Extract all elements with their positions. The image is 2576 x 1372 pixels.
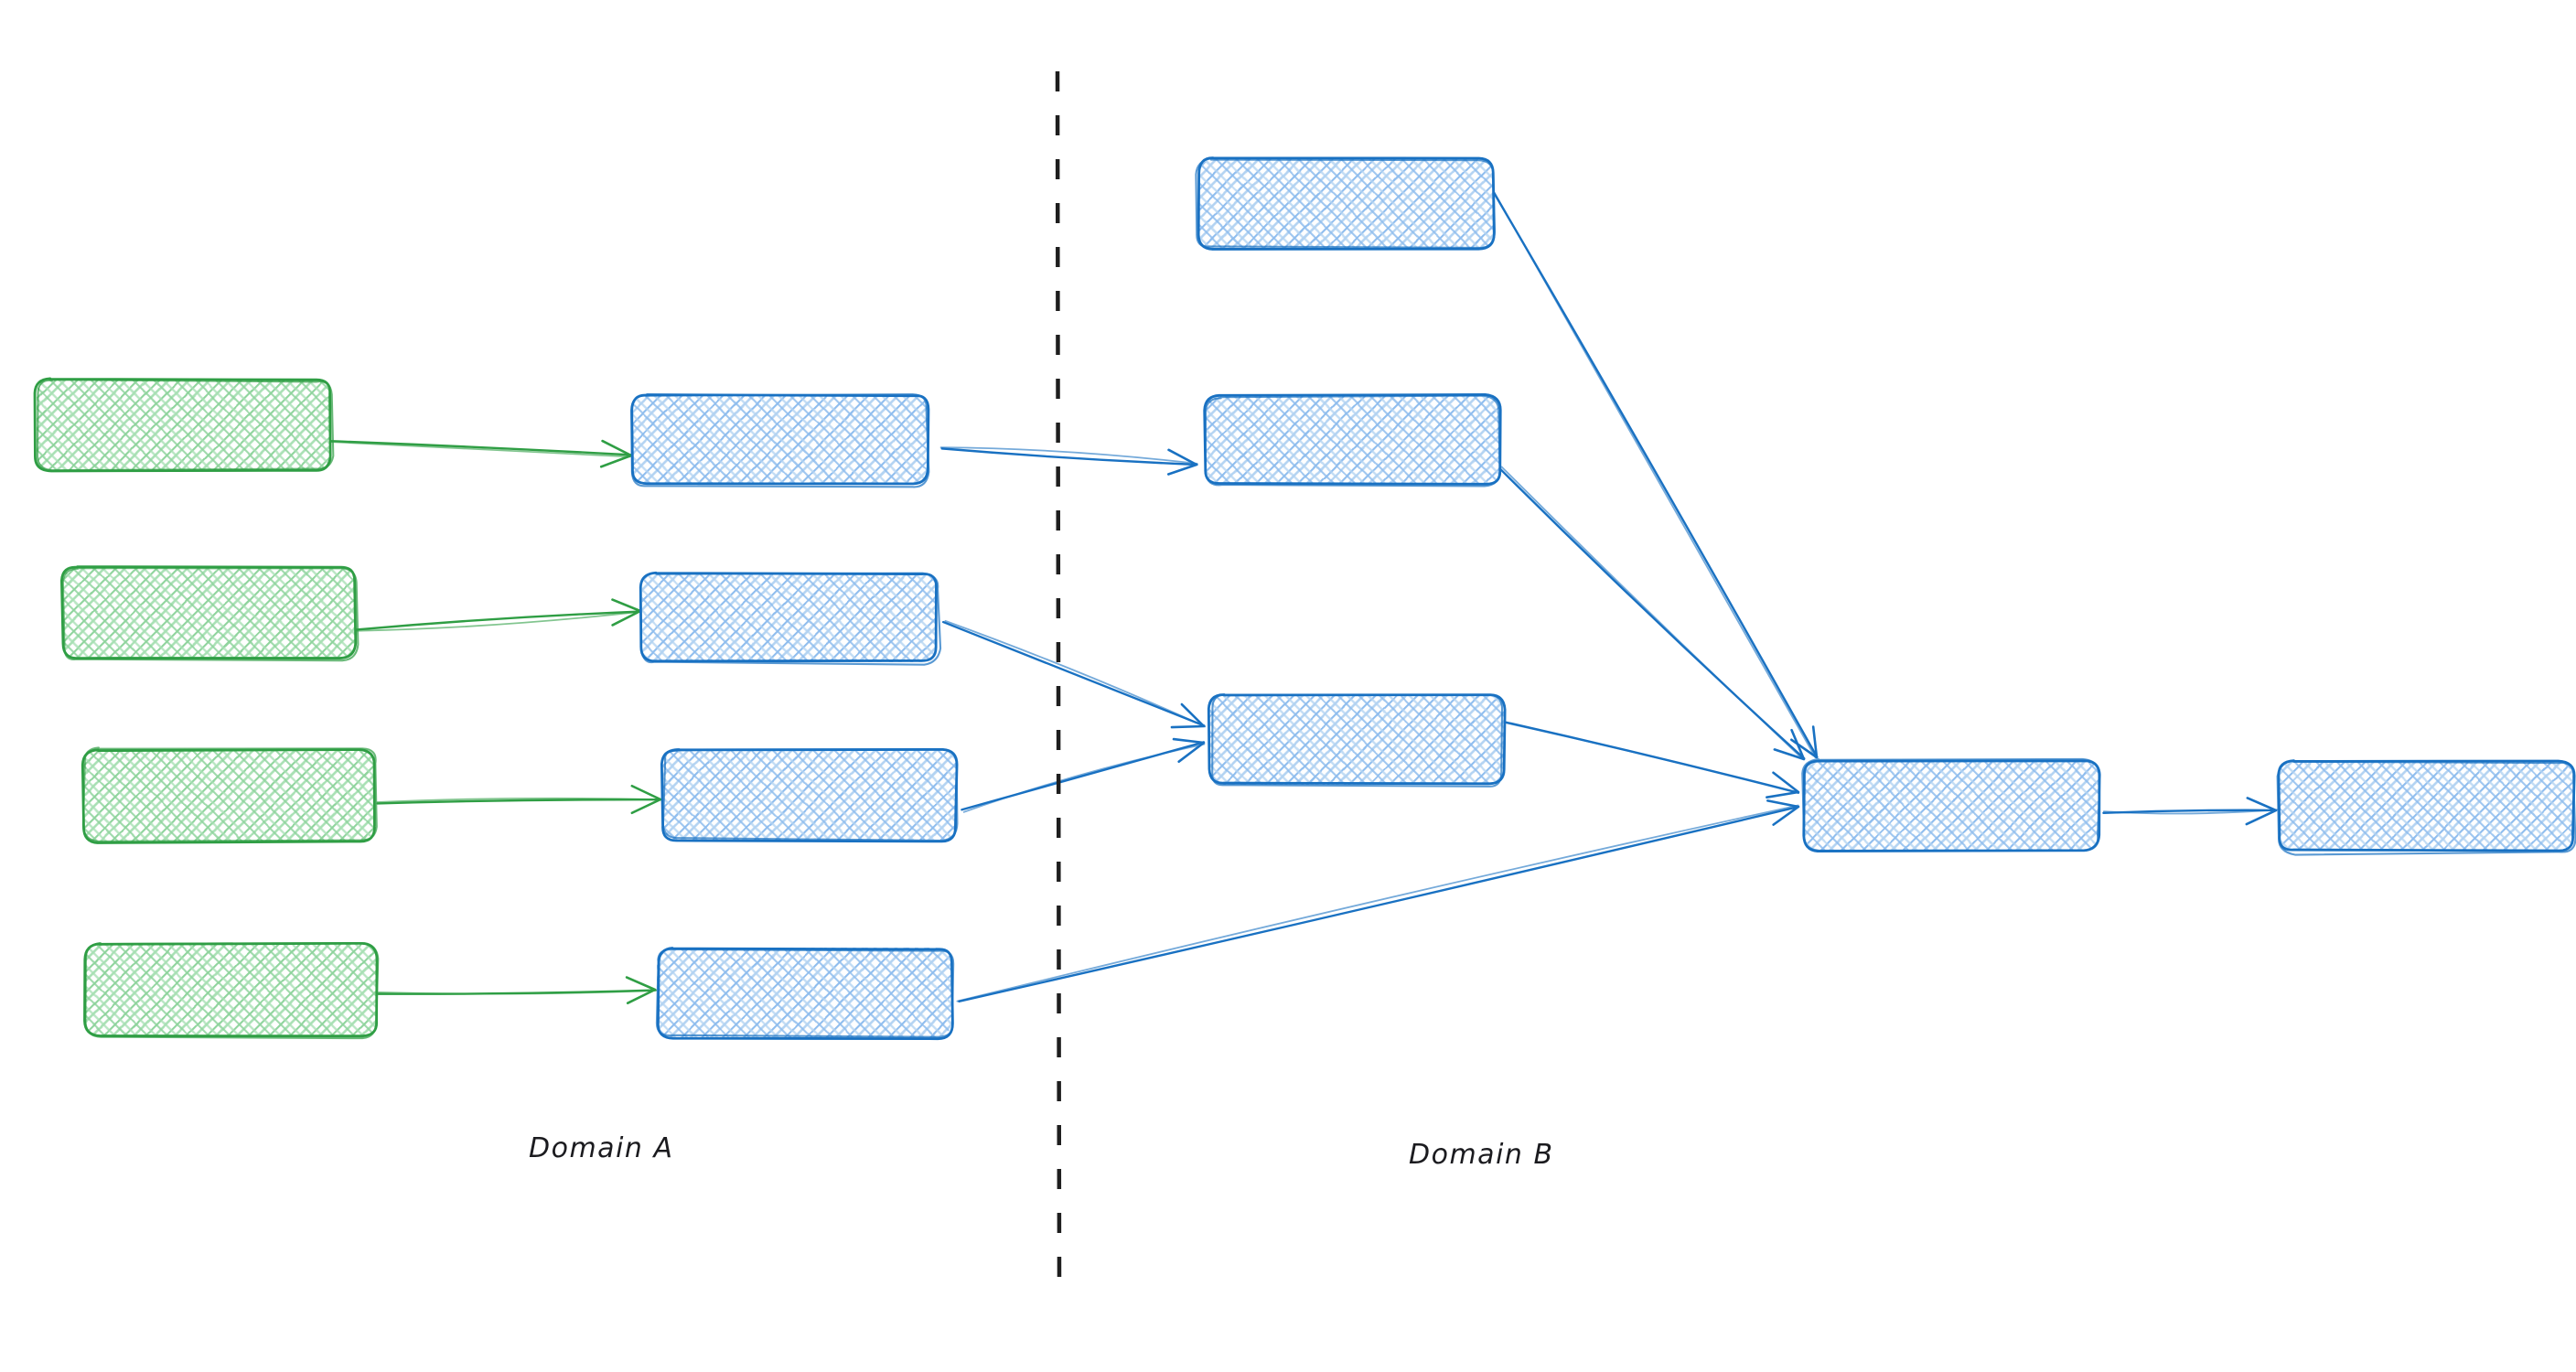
edge-layer xyxy=(327,188,2279,1004)
node-outline xyxy=(1207,693,1507,786)
node-fill xyxy=(2280,761,2574,851)
node-m3[interactable] xyxy=(657,745,962,845)
edge-line xyxy=(376,797,660,803)
edge-arrowhead xyxy=(2245,797,2278,826)
node-outline xyxy=(639,572,942,666)
node-outline xyxy=(655,948,955,1038)
node-outline xyxy=(84,941,380,1040)
edge-line xyxy=(940,447,1198,466)
node-outline xyxy=(81,746,378,842)
edge-e-hub-out[interactable] xyxy=(2102,797,2279,826)
node-a3[interactable] xyxy=(77,745,381,847)
node-fill xyxy=(657,948,951,1037)
node-out[interactable] xyxy=(2274,756,2576,856)
node-fill xyxy=(642,573,937,662)
node-b3[interactable] xyxy=(1204,690,1509,790)
edge-e-a1-m1[interactable] xyxy=(327,439,633,468)
edge-e-a4-m4[interactable] xyxy=(377,976,657,1004)
node-fill xyxy=(1209,695,1504,785)
edge-e-a3-m3[interactable] xyxy=(376,784,662,815)
node-fill xyxy=(62,567,355,659)
node-a1[interactable] xyxy=(31,373,335,476)
edge-e-m2-b3[interactable] xyxy=(942,619,1207,729)
node-a4[interactable] xyxy=(79,938,382,1041)
node-b1[interactable] xyxy=(1193,154,1498,254)
edge-arrowhead xyxy=(1172,737,1206,763)
label-domain-b: Domain B xyxy=(1409,1139,1554,1171)
edge-line xyxy=(327,441,631,458)
node-fill xyxy=(84,944,377,1035)
node-hub[interactable] xyxy=(1798,756,2104,856)
node-outline xyxy=(61,567,360,662)
edge-line xyxy=(355,610,642,631)
node-fill xyxy=(662,750,957,840)
node-outline xyxy=(36,379,335,472)
node-fill xyxy=(1206,395,1500,485)
edge-arrowhead xyxy=(1766,771,1800,799)
edge-e-b2-hub[interactable] xyxy=(1498,466,1806,761)
edge-line xyxy=(1498,466,1806,760)
node-outline xyxy=(1211,693,1504,788)
node-outline xyxy=(661,747,959,842)
node-outline xyxy=(1801,757,2101,852)
edge-e-m3-b3[interactable] xyxy=(961,737,1206,813)
node-b2[interactable] xyxy=(1200,390,1506,490)
label-domain-a: Domain A xyxy=(529,1132,673,1164)
edge-line xyxy=(1492,189,1817,759)
edge-e-b3-hub[interactable] xyxy=(1505,721,1800,799)
node-outline xyxy=(630,392,930,488)
node-m4[interactable] xyxy=(651,942,957,1043)
node-a2[interactable] xyxy=(57,562,360,664)
label-layer: Domain A Domain B xyxy=(529,1132,1554,1171)
domain-divider xyxy=(1055,70,1062,1292)
edge-e-a2-m2[interactable] xyxy=(355,598,642,632)
node-fill xyxy=(1804,761,2098,851)
edge-line xyxy=(1506,722,1799,795)
edge-line xyxy=(958,805,1799,1002)
edge-arrowhead xyxy=(1773,728,1806,761)
edge-line xyxy=(939,446,1198,465)
edge-line xyxy=(1500,466,1805,761)
node-m2[interactable] xyxy=(637,567,942,668)
node-outline xyxy=(1204,394,1501,488)
edge-e-b1-hub[interactable] xyxy=(1491,188,1819,759)
node-outline xyxy=(2276,759,2576,856)
edge-e-m4-hub[interactable] xyxy=(956,799,1800,1002)
edge-arrowhead xyxy=(1790,725,1819,759)
edge-line xyxy=(356,610,641,632)
edge-arrowhead xyxy=(1166,448,1198,476)
edge-line xyxy=(962,743,1206,813)
edge-line xyxy=(944,619,1207,728)
edge-line xyxy=(942,620,1206,727)
edge-line xyxy=(2102,809,2279,815)
node-outline xyxy=(1195,157,1497,249)
edge-arrowhead xyxy=(625,976,657,1004)
edge-arrowhead xyxy=(630,784,662,815)
divider-layer xyxy=(1055,70,1062,1292)
edge-line xyxy=(378,990,656,995)
node-fill xyxy=(37,379,329,470)
edge-line xyxy=(956,804,1799,1002)
node-fill xyxy=(82,750,375,841)
node-layer xyxy=(31,154,2576,1043)
edge-arrowhead xyxy=(1170,702,1206,729)
edge-line xyxy=(328,440,632,456)
node-m1[interactable] xyxy=(628,390,933,490)
node-outline xyxy=(1203,393,1502,486)
node-fill xyxy=(1198,159,1493,249)
edge-e-m1-b2[interactable] xyxy=(939,446,1198,476)
node-fill xyxy=(633,395,928,485)
edge-arrowhead xyxy=(1766,799,1800,826)
